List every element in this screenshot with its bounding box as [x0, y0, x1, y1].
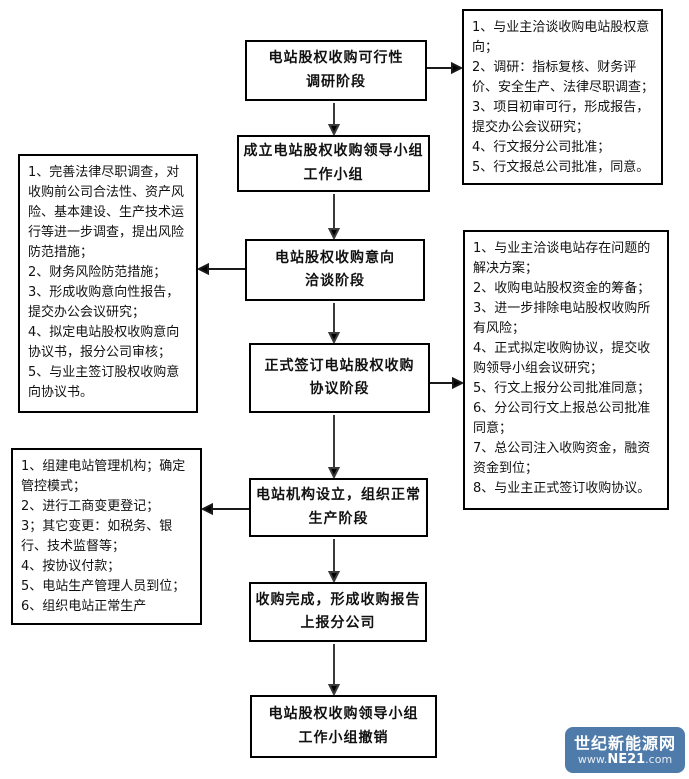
arrowhead-stage6-stage7 — [327, 684, 341, 697]
watermark-url: www.NE21.com — [565, 753, 685, 766]
note-box-top-right: 1、与业主洽谈收购电站股权意向； 2、调研：指标复核、财务评价、安全生产、法律尽… — [462, 9, 663, 185]
stage-box-establish-leading-group: 成立电站股权收购领导小组 工作小组 — [237, 135, 430, 192]
watermark-title: 世纪新能源网 — [573, 734, 676, 753]
stage-box-formal-agreement-signing: 正式签订电站股权收购 协议阶段 — [249, 343, 430, 413]
note-item: 3；其它变更：如税务、银行、技术监督等； — [21, 519, 173, 554]
arrowhead-stage3-stage4 — [327, 332, 341, 345]
note-item: 4、行文报分公司批准； — [472, 140, 611, 155]
watermark-ne21-logo: 世纪新能源网 www.NE21.com — [565, 727, 685, 773]
note-item: 2、收购电站股权资金的筹备； — [473, 281, 651, 296]
note-item: 4、按协议付款； — [21, 559, 121, 574]
stage-box-org-setup-normal-production: 电站机构设立，组织正常 生产阶段 — [249, 478, 428, 537]
note-item: 6、组织电站正常生产 — [21, 599, 147, 614]
note-item: 5、行文报总公司批准，同意。 — [472, 160, 650, 175]
note-item: 1、组建电站管理机构；确定管控模式； — [21, 459, 186, 494]
note-item: 5、行文上报分公司批准同意； — [473, 381, 651, 396]
arrowhead-stage1-to-note-top-right — [451, 61, 464, 75]
note-item: 1、与业主洽谈收购电站股权意向； — [472, 20, 650, 55]
arrowhead-stage1-stage2 — [327, 124, 341, 137]
note-item: 1、与业主洽谈电站存在问题的解决方案； — [473, 241, 651, 276]
note-box-mid-left: 1、完善法律尽职调查，对收购前公司合法性、资产风险、基本建设、生产技术运行等进一… — [18, 154, 198, 413]
note-item: 2、财务风险防范措施； — [28, 265, 167, 280]
arrowhead-stage4-stage5 — [327, 467, 341, 480]
note-item: 4、拟定电站股权收购意向协议书，报分公司审核； — [28, 325, 180, 360]
arrowhead-stage5-to-note-bottom-left — [200, 502, 213, 516]
arrowhead-stage5-stage6 — [327, 571, 341, 584]
note-item: 2、进行工商变更登记； — [21, 499, 160, 514]
note-item: 7、总公司注入收购资金，融资资金到位； — [473, 441, 651, 476]
stage-box-acquisition-complete-report: 收购完成，形成收购报告 上报分公司 — [249, 582, 427, 642]
arrowhead-stage4-to-note-mid-right — [452, 376, 465, 390]
stage-box-feasibility-research: 电站股权收购可行性 调研阶段 — [245, 40, 427, 101]
note-box-mid-right: 1、与业主洽谈电站存在问题的解决方案； 2、收购电站股权资金的筹备； 3、进一步… — [463, 230, 669, 510]
note-item: 5、与业主签订股权收购意向协议书。 — [28, 365, 180, 400]
note-box-bottom-left: 1、组建电站管理机构；确定管控模式； 2、进行工商变更登记； 3；其它变更：如税… — [11, 448, 202, 625]
note-item: 3、形成收购意向性报告，提交办公会议研究； — [28, 285, 180, 320]
watermark-url-suffix: .com — [645, 753, 673, 766]
arrowhead-stage2-stage3 — [327, 228, 341, 241]
note-item: 5、电站生产管理人员到位； — [21, 579, 186, 594]
note-item: 8、与业主正式签订收购协议。 — [473, 481, 651, 496]
watermark-url-prefix: www. — [577, 753, 608, 766]
note-item: 3、进一步排除电站股权收购所有风险； — [473, 301, 651, 336]
stage-box-leading-group-dissolved: 电站股权收购领导小组 工作小组撤销 — [250, 695, 437, 758]
watermark-url-domain: NE21 — [607, 752, 646, 767]
stage-box-intention-negotiation: 电站股权收购意向 洽谈阶段 — [245, 239, 425, 301]
note-item: 6、分公司行文上报总公司批准同意； — [473, 401, 651, 436]
note-item: 1、完善法律尽职调查，对收购前公司合法性、资产风险、基本建设、生产技术运行等进一… — [28, 165, 185, 260]
note-item: 2、调研：指标复核、财务评价、安全生产、法律尽职调查； — [472, 60, 655, 95]
note-item: 3、项目初审可行，形成报告，提交办公会议研究； — [472, 100, 650, 135]
arrowhead-stage3-to-note-mid-left — [196, 262, 209, 276]
note-item: 4、正式拟定收购协议，提交收购领导小组会议研究； — [473, 341, 651, 376]
